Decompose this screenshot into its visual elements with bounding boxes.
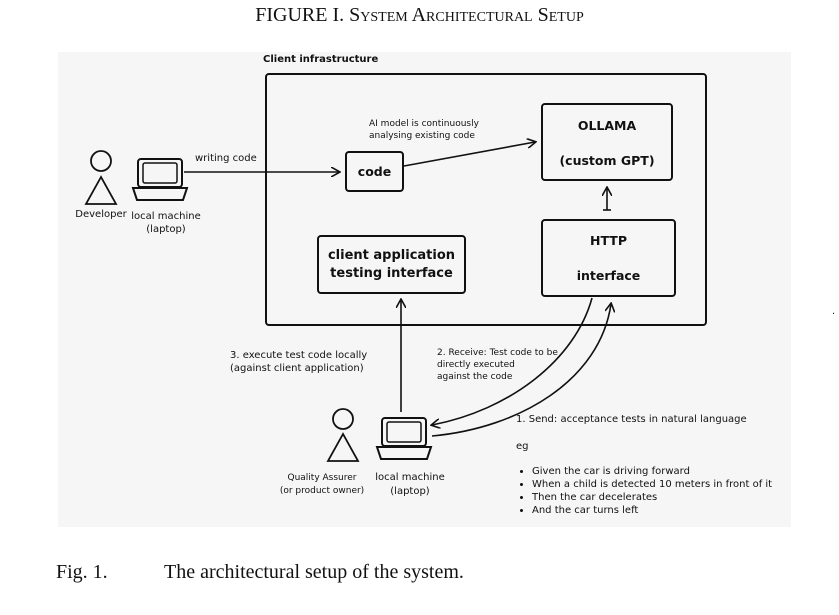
qa-person-icon xyxy=(326,408,360,462)
scenario-list: Given the car is driving forward When a … xyxy=(520,465,772,517)
ai-analyse-arrow xyxy=(403,142,535,167)
client-app-line1: client application xyxy=(327,248,456,263)
code-box-label: code xyxy=(357,164,392,179)
figure-caption: Fig. 1. The architectural setup of the s… xyxy=(56,561,464,584)
qa-laptop-icon xyxy=(375,417,433,460)
scenario-item-3: Then the car decelerates xyxy=(532,491,772,504)
eg-label: eg xyxy=(516,441,529,452)
step2-line1: 2. Receive: Test code to be xyxy=(437,348,558,358)
step2-line2: directly executed xyxy=(437,360,515,370)
code-box xyxy=(345,151,404,192)
step3-line2: (against client application) xyxy=(230,363,364,374)
developer-label: Developer xyxy=(75,209,127,220)
send-acceptance-arrow xyxy=(431,304,611,437)
caption-label: Fig. 1. xyxy=(56,561,108,583)
qa-machine-line2: (laptop) xyxy=(390,486,430,497)
http-label-2: interface xyxy=(576,268,641,283)
infra-label: Client infrastructure xyxy=(263,54,379,65)
step2-line3: against the code xyxy=(437,372,513,382)
qa-line2: (or product owner) xyxy=(279,486,365,496)
http-box xyxy=(541,219,676,297)
stray-mark: . xyxy=(832,306,836,317)
qa-line1: Quality Assurer xyxy=(287,473,357,483)
infra-frame xyxy=(265,73,707,326)
client-app-label: client application testing interface xyxy=(318,247,465,283)
qa-machine-line1: local machine xyxy=(375,472,445,483)
step3-label: 3. execute test code locally (against cl… xyxy=(230,349,367,375)
receive-test-code-arrow xyxy=(432,297,593,425)
client-app-line2: testing interface xyxy=(330,266,453,281)
qa-machine-label: local machine (laptop) xyxy=(367,471,453,499)
figure-title: FIGURE I. System Architectural Setup xyxy=(0,4,839,27)
developer-laptop-icon xyxy=(131,158,189,201)
http-label-1: HTTP xyxy=(590,233,627,248)
dev-machine-line1: local machine xyxy=(131,211,201,222)
step3-line1: 3. execute test code locally xyxy=(230,350,368,361)
step2-label: 2. Receive: Test code to be directly exe… xyxy=(437,347,558,383)
ollama-label-2: (custom GPT) xyxy=(559,153,655,168)
scenario-item-2: When a child is detected 10 meters in fr… xyxy=(532,478,772,491)
qa-label: Quality Assurer (or product owner) xyxy=(270,472,374,498)
developer-person-icon xyxy=(84,150,118,205)
step1-label: 1. Send: acceptance tests in natural lan… xyxy=(516,414,747,425)
writing-code-label: writing code xyxy=(195,153,257,164)
dev-machine-label: local machine (laptop) xyxy=(126,210,206,236)
ai-note: AI model is continuously analysing exist… xyxy=(369,118,479,142)
scenario-item-1: Given the car is driving forward xyxy=(532,465,772,478)
ollama-label-1: OLLAMA xyxy=(577,118,637,133)
figure-title-rest: System Architectural Setup xyxy=(349,4,584,26)
ai-note-line1: AI model is continuously xyxy=(369,119,479,129)
ollama-box xyxy=(541,103,673,181)
client-app-box xyxy=(317,235,466,294)
dev-machine-line2: (laptop) xyxy=(146,224,186,235)
figure-title-prefix: FIGURE I. xyxy=(255,4,345,26)
caption-text: The architectural setup of the system. xyxy=(164,561,464,583)
scenario-item-4: And the car turns left xyxy=(532,504,772,517)
ai-note-line2: analysing existing code xyxy=(369,131,475,141)
